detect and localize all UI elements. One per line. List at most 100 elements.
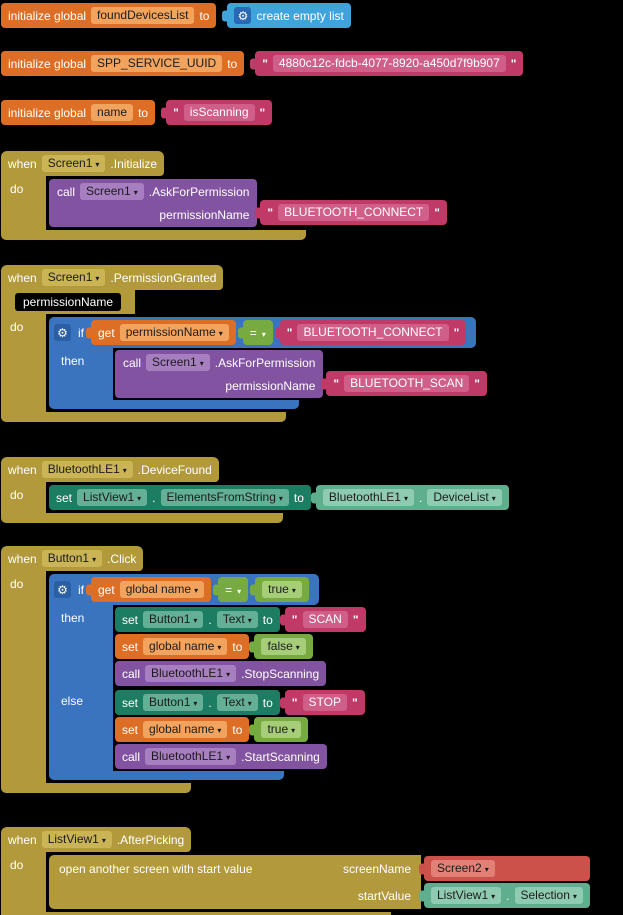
set-variable-statement[interactable]: set global name to true [115,717,309,742]
set-variable-block[interactable]: set global name to [115,717,250,742]
call-method-block[interactable]: call Screen1 .AskForPermission permissio… [49,179,258,227]
component-dropdown[interactable]: BluetoothLE1 [41,460,133,479]
if-else-block[interactable]: if get global name = [49,574,366,780]
string-block[interactable]: " SCAN " [284,607,366,632]
init-global-spp-service-uuid[interactable]: initialize global SPP_SERVICE_UUID to " … [1,51,524,76]
equals-block[interactable]: = [242,320,273,345]
set-variable-block[interactable]: set global name to [115,634,250,659]
if-label: if [78,582,84,597]
component-dropdown[interactable]: BluetoothLE1 [145,747,237,766]
initialize-global-block[interactable]: initialize global foundDevicesList to [1,3,217,28]
set-button-text-statement[interactable]: set Button1 . Text [115,607,366,632]
component-getter-block[interactable]: BluetoothLE1 . DeviceList [315,485,509,510]
get-variable-block[interactable]: get global name [91,577,212,602]
param-chip[interactable]: permissionName [15,293,122,311]
set-button-text-statement[interactable]: set Button1 . Text [115,690,365,715]
string-block[interactable]: " BLUETOOTH_SCAN " [326,371,487,396]
variable-dropdown[interactable]: permissionName [119,323,229,342]
open-another-screen-block[interactable]: open another screen with start value scr… [49,855,590,909]
boolean-block[interactable]: false [254,634,313,659]
boolean-block[interactable]: true [255,577,309,602]
variable-name-field[interactable]: SPP_SERVICE_UUID [91,54,223,73]
string-block[interactable]: " BLUETOOTH_CONNECT " [279,320,467,345]
set-property-block[interactable]: set Button1 . Text [115,607,280,632]
property-dropdown[interactable]: Text [216,610,258,629]
variable-name-field[interactable]: name [91,103,134,122]
property-dropdown[interactable]: Text [216,693,258,712]
property-dropdown[interactable]: DeviceList [427,488,502,507]
if-header[interactable]: if get permissionName = [49,317,477,348]
call-askforpermission-statement[interactable]: call Screen1 .AskForPermission permissio… [49,179,447,227]
equals-block[interactable]: = [218,577,249,602]
event-header[interactable]: when Screen1 .Initialize [1,151,165,176]
if-header[interactable]: if get global name = [49,574,319,605]
set-property-block[interactable]: set ListView1 . ElementsFromString to [49,485,311,510]
string-value-field[interactable]: 4880c12c-fdcb-4077-8920-a450d7f9b907 [272,54,506,73]
component-dropdown[interactable]: Screen1 [80,182,144,201]
when-listview1-afterpicking-block[interactable]: when ListView1 .AfterPicking do open ano… [1,827,590,915]
set-property-statement[interactable]: set ListView1 . ElementsFromString to [49,485,509,510]
string-block[interactable]: " BLUETOOTH_CONNECT " [260,200,447,225]
event-header[interactable]: when Screen1 .PermissionGranted [1,265,224,290]
string-value-field[interactable]: SCAN [302,610,348,629]
component-dropdown[interactable]: Screen1 [41,154,106,173]
component-dropdown[interactable]: BluetoothLE1 [145,664,237,683]
variable-dropdown[interactable]: global name [119,580,205,599]
property-dropdown[interactable]: Selection [514,886,583,905]
event-header[interactable]: when ListView1 .AfterPicking [1,827,192,852]
event-header[interactable]: when Button1 .Click [1,546,144,571]
create-empty-list-block[interactable]: create empty list [227,3,351,28]
string-value-field[interactable]: isScanning [183,103,255,122]
call-startscanning-block[interactable]: call BluetoothLE1 .StartScanning [115,744,327,769]
component-dropdown[interactable]: ListView1 [77,488,148,507]
boolean-dropdown[interactable]: false [261,637,306,656]
component-dropdown[interactable]: ListView1 [41,830,112,849]
open-screen-row: open another screen with start value scr… [49,855,421,882]
when-button1-click-block[interactable]: when Button1 .Click do if get [1,546,366,793]
initialize-global-block[interactable]: initialize global name to [1,100,156,125]
string-block[interactable]: " STOP " [284,690,365,715]
string-value-field[interactable]: BLUETOOTH_SCAN [344,374,470,393]
string-block[interactable]: " 4880c12c-fdcb-4077-8920-a450d7f9b907 " [255,51,524,76]
boolean-dropdown[interactable]: true [261,720,302,739]
string-value-field[interactable]: BLUETOOTH_CONNECT [278,203,430,222]
component-dropdown[interactable]: Button1 [143,610,204,629]
component-dropdown[interactable]: BluetoothLE1 [322,488,414,507]
string-value-field[interactable]: STOP [302,693,347,712]
initialize-global-block[interactable]: initialize global SPP_SERVICE_UUID to [1,51,245,76]
set-variable-statement[interactable]: set global name to false [115,634,313,659]
string-block[interactable]: " isScanning " [166,100,273,125]
component-dropdown[interactable]: Button1 [41,549,103,568]
component-dropdown[interactable]: ListView1 [431,886,502,905]
call-askforpermission-statement[interactable]: call Screen1 .AskForPermission perm [115,350,487,398]
boolean-block[interactable]: true [254,717,309,742]
when-screen1-initialize-block[interactable]: when Screen1 .Initialize do call Screen1 [1,151,447,240]
event-header[interactable]: when BluetoothLE1 .DeviceFound [1,457,219,482]
screen-name-block[interactable]: Screen2 [424,856,590,881]
init-global-name[interactable]: initialize global name to " isScanning " [1,100,273,125]
variable-dropdown[interactable]: global name [143,720,228,739]
get-variable-block[interactable]: get permissionName [91,320,236,345]
gear-icon[interactable] [234,7,252,24]
variable-name: global name [149,721,215,736]
call-method-block[interactable]: call Screen1 .AskForPermission perm [115,350,324,398]
set-property-block[interactable]: set Button1 . Text [115,690,280,715]
property-dropdown[interactable]: ElementsFromString [160,488,289,507]
call-stopscanning-block[interactable]: call BluetoothLE1 .StopScanning [115,661,327,686]
gear-icon[interactable] [54,324,71,341]
string-value-field[interactable]: BLUETOOTH_CONNECT [297,323,449,342]
gear-icon[interactable] [54,581,71,598]
if-block[interactable]: if get permissionName = [49,317,487,409]
component-dropdown[interactable]: Button1 [143,693,204,712]
component-name: BluetoothLE1 [151,748,224,763]
component-getter-block[interactable]: ListView1 . Selection [424,883,590,908]
when-bluetoothle1-devicefound-block[interactable]: when BluetoothLE1 .DeviceFound do set Li… [1,457,509,523]
init-global-foundDevicesList[interactable]: initialize global foundDevicesList to cr… [1,3,351,28]
boolean-dropdown[interactable]: true [262,580,302,599]
screen-dropdown[interactable]: Screen2 [431,859,495,878]
component-dropdown[interactable]: Screen1 [41,268,106,287]
variable-dropdown[interactable]: global name [143,637,228,656]
variable-name-field[interactable]: foundDevicesList [91,6,195,25]
when-screen1-permissiongranted-block[interactable]: when Screen1 .PermissionGranted permissi… [1,265,487,422]
component-dropdown[interactable]: Screen1 [146,353,210,372]
